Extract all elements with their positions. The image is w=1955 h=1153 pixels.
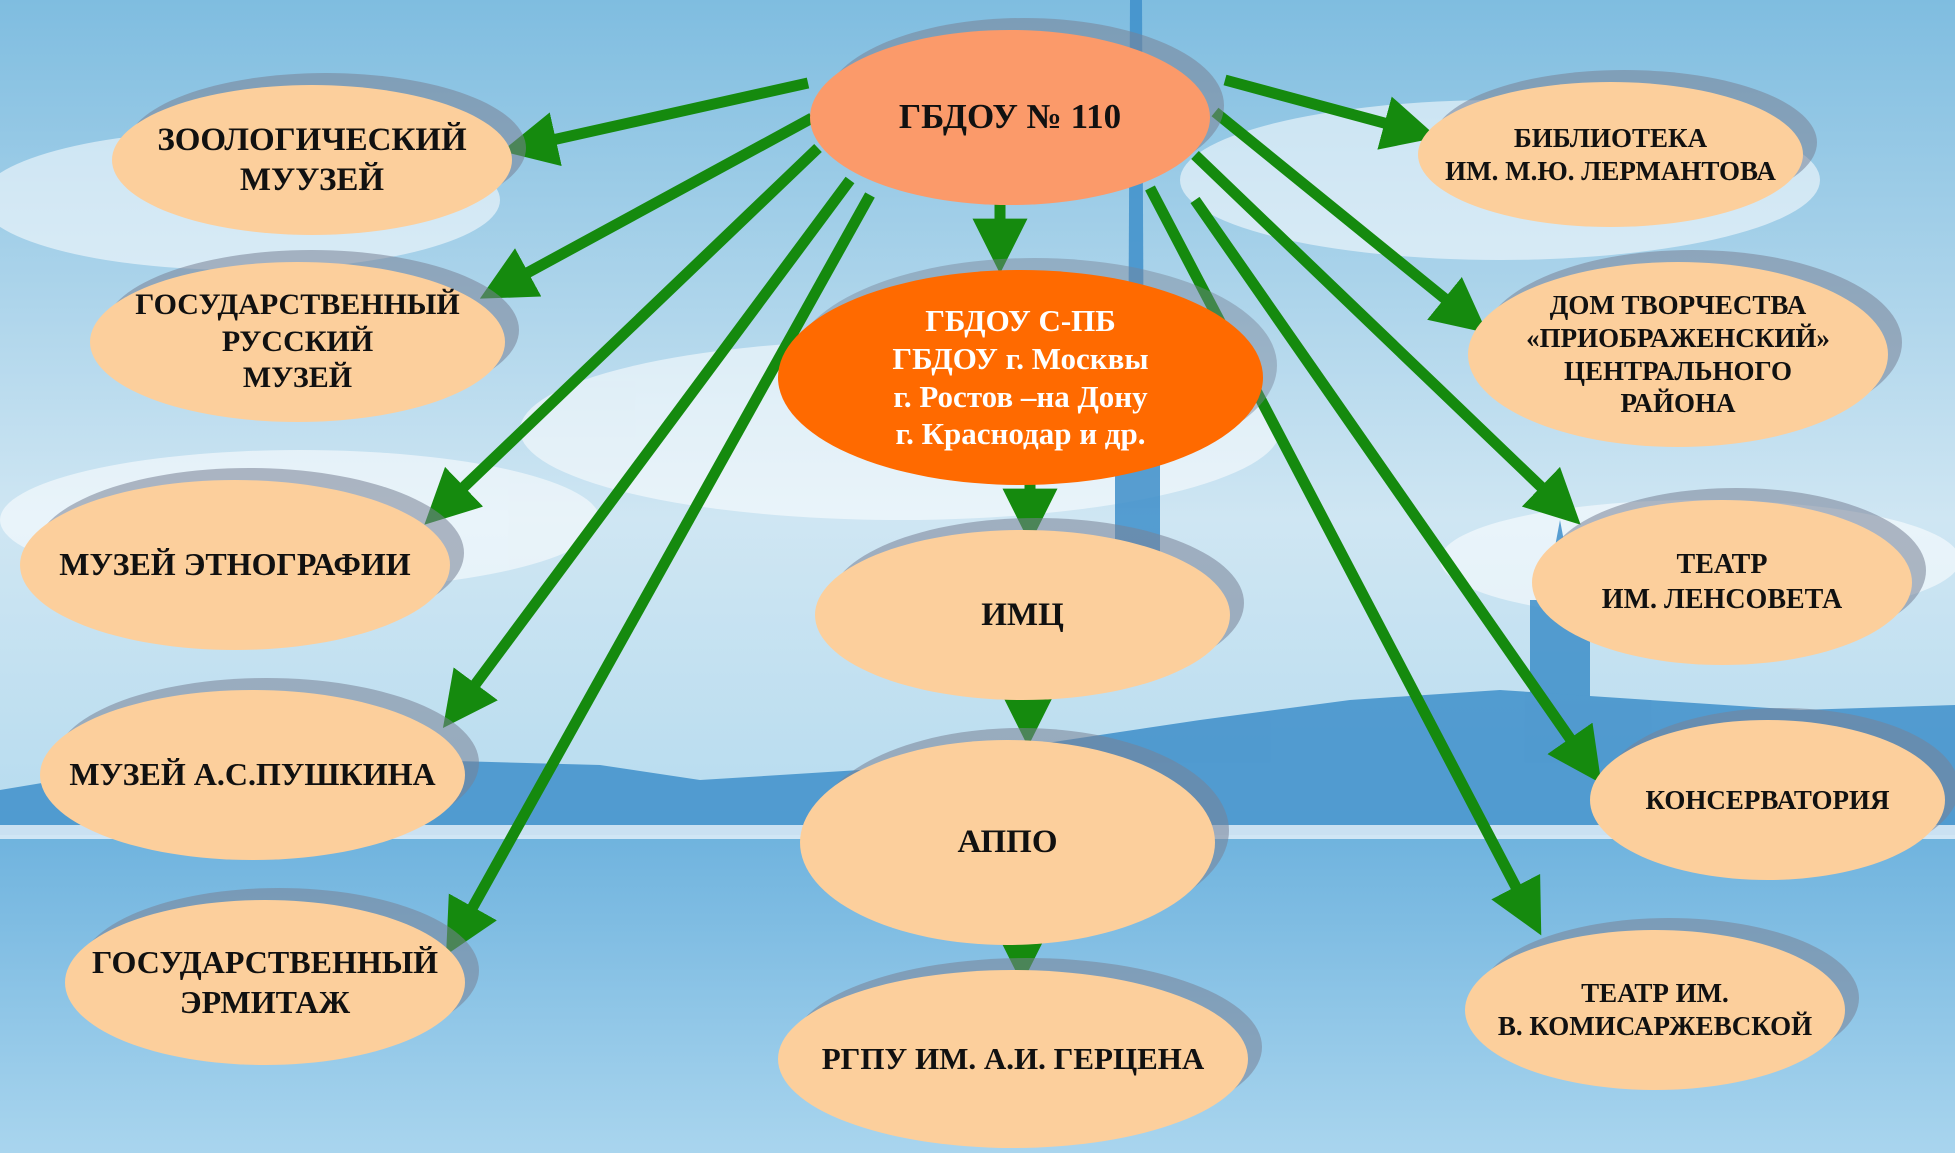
- node-house: ДОМ ТВОРЧЕСТВА «ПРИОБРАЖЕНСКИЙ» ЦЕНТРАЛЬ…: [1468, 262, 1888, 447]
- node-zoo: ЗООЛОГИЧЕСКИЙ МУУЗЕЙ: [112, 85, 512, 235]
- node-library: БИБЛИОТЕКА ИМ. М.Ю. ЛЕРМАНТОВА: [1418, 82, 1803, 227]
- node-lensovet: ТЕАТР ИМ. ЛЕНСОВЕТА: [1532, 500, 1912, 665]
- node-partners-label: ГБДОУ С-ПБ ГБДОУ г. Москвы г. Ростов –на…: [892, 302, 1149, 452]
- node-komissar: ТЕАТР ИМ. В. КОМИСАРЖЕВСКОЙ: [1465, 930, 1845, 1090]
- node-russian-label: ГОСУДАРСТВЕННЫЙ РУССКИЙ МУЗЕЙ: [135, 288, 460, 395]
- node-library-label: БИБЛИОТЕКА ИМ. М.Ю. ЛЕРМАНТОВА: [1445, 122, 1776, 186]
- node-conservatory-label: КОНСЕРВАТОРИЯ: [1645, 784, 1890, 815]
- node-appo: АППО: [800, 740, 1215, 945]
- node-pushkin-label: МУЗЕЙ А.С.ПУШКИНА: [69, 756, 436, 793]
- arrow-hub-to-house: [1211, 107, 1488, 334]
- arrow-hub-to-hermitage: [446, 192, 875, 955]
- node-partners: ГБДОУ С-ПБ ГБДОУ г. Москвы г. Ростов –на…: [778, 270, 1263, 485]
- arrow-hub-to-ethno: [424, 144, 822, 525]
- node-ethno-label: МУЗЕЙ ЭТНОГРАФИИ: [59, 546, 411, 583]
- node-hermitage: ГОСУДАРСТВЕННЫЙ ЭРМИТАЖ: [65, 900, 465, 1065]
- node-rgpu: РГПУ ИМ. А.И. ГЕРЦЕНА: [778, 970, 1248, 1148]
- node-ethno: МУЗЕЙ ЭТНОГРАФИИ: [20, 480, 450, 650]
- node-house-label: ДОМ ТВОРЧЕСТВА «ПРИОБРАЖЕНСКИЙ» ЦЕНТРАЛЬ…: [1526, 289, 1830, 419]
- arrow-hub-to-library: [1223, 74, 1438, 150]
- arrow-hub-to-lensovet: [1191, 151, 1581, 525]
- arrow-hub-to-pushkin: [442, 176, 855, 728]
- node-zoo-label: ЗООЛОГИЧЕСКИЙ МУУЗЕЙ: [157, 121, 467, 198]
- node-lensovet-label: ТЕАТР ИМ. ЛЕНСОВЕТА: [1601, 549, 1843, 615]
- arrow-hub-to-conservatory: [1190, 196, 1602, 784]
- arrow-hub-to-russian: [479, 113, 815, 299]
- node-appo-label: АППО: [957, 824, 1058, 861]
- node-pushkin: МУЗЕЙ А.С.ПУШКИНА: [40, 690, 465, 860]
- node-imc-label: ИМЦ: [981, 596, 1064, 633]
- node-russian: ГОСУДАРСТВЕННЫЙ РУССКИЙ МУЗЕЙ: [90, 262, 505, 422]
- arrow-hub-to-komissar: [1145, 185, 1542, 936]
- node-hermitage-label: ГОСУДАРСТВЕННЫЙ ЭРМИТАЖ: [91, 944, 439, 1020]
- node-hub: ГБДОУ № 110: [810, 30, 1210, 205]
- arrow-hub-to-zoo: [502, 77, 810, 167]
- node-imc: ИМЦ: [815, 530, 1230, 700]
- node-conservatory: КОНСЕРВАТОРИЯ: [1590, 720, 1945, 880]
- node-komissar-label: ТЕАТР ИМ. В. КОМИСАРЖЕВСКОЙ: [1497, 978, 1813, 1041]
- node-hub-label: ГБДОУ № 110: [898, 97, 1122, 137]
- node-rgpu-label: РГПУ ИМ. А.И. ГЕРЦЕНА: [821, 1041, 1205, 1077]
